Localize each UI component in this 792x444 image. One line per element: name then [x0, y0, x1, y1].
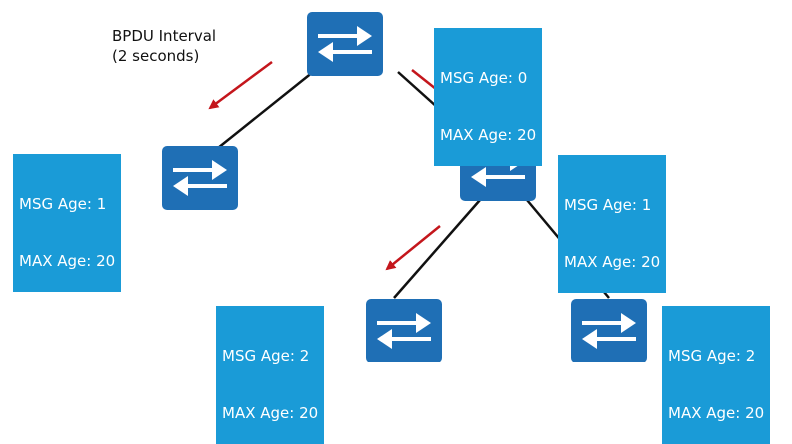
max-age: MAX Age: 20 — [19, 252, 116, 270]
max-age: MAX Age: 20 — [440, 126, 537, 144]
link-root-left — [212, 71, 314, 153]
switch-icon — [364, 297, 444, 362]
switch-label-bottom-right: MSG Age: 2 MAX Age: 20 — [662, 306, 771, 444]
switch-icon — [569, 297, 649, 362]
links — [212, 71, 610, 299]
switch-label-left: MSG Age: 1 MAX Age: 20 — [13, 154, 122, 292]
bpdu-arrow-icon — [385, 225, 441, 271]
msg-age: MSG Age: 1 — [564, 196, 652, 214]
msg-age: MSG Age: 1 — [19, 195, 107, 213]
caption-line2: (2 seconds) — [112, 47, 200, 65]
max-age: MAX Age: 20 — [668, 404, 765, 422]
switch-label-root: MSG Age: 0 MAX Age: 20 — [434, 28, 543, 166]
bpdu-interval-caption: BPDU Interval (2 seconds) — [112, 26, 216, 66]
msg-age: MSG Age: 2 — [222, 347, 310, 365]
switch-icon — [305, 10, 385, 78]
switch-label-right: MSG Age: 1 MAX Age: 20 — [558, 155, 667, 293]
max-age: MAX Age: 20 — [222, 404, 319, 422]
switch-label-bottom-left: MSG Age: 2 MAX Age: 20 — [216, 306, 325, 444]
msg-age: MSG Age: 2 — [668, 347, 756, 365]
bpdu-arrows — [208, 60, 603, 271]
link-right-bottomleft — [393, 199, 481, 299]
bpdu-arrow-icon — [208, 60, 273, 110]
switch-icon — [160, 144, 240, 212]
max-age: MAX Age: 20 — [564, 253, 661, 271]
msg-age: MSG Age: 0 — [440, 69, 528, 87]
caption-line1: BPDU Interval — [112, 27, 217, 45]
